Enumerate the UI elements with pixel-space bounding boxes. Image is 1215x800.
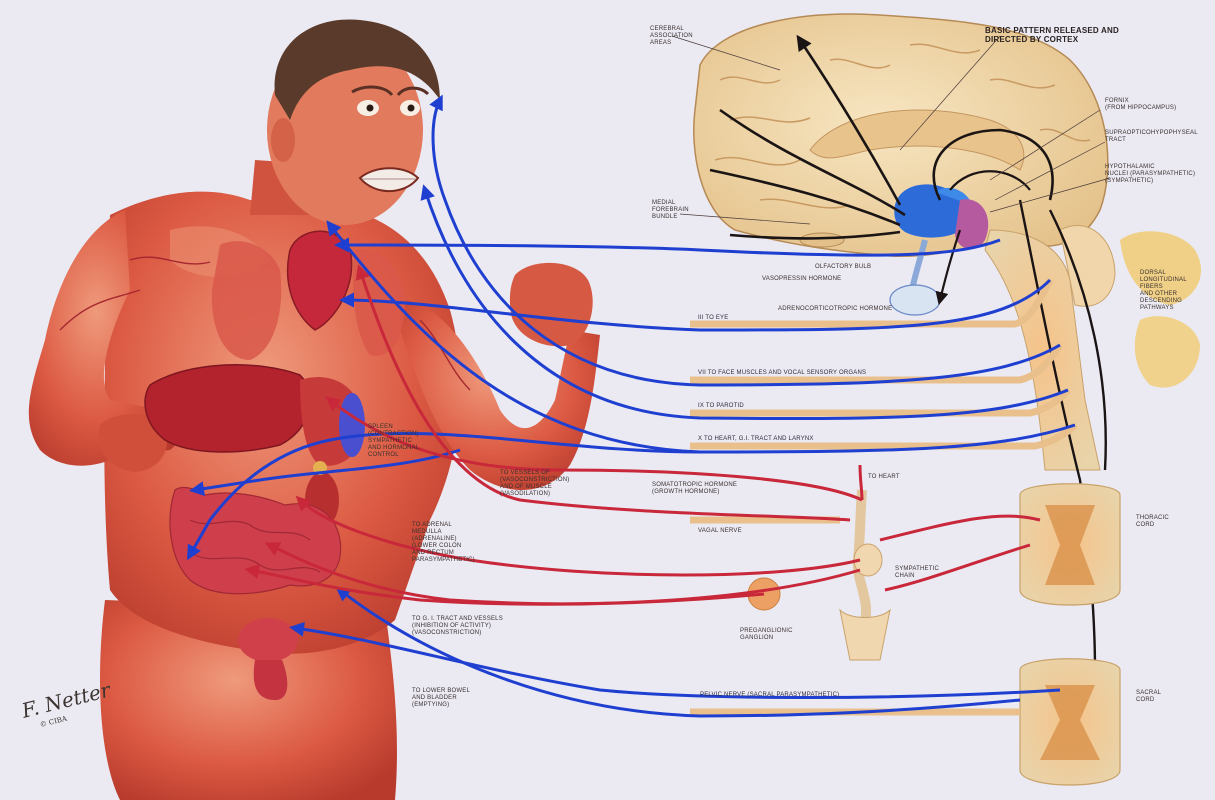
spleen bbox=[339, 393, 365, 457]
label-sacral-cord: Sacral cord bbox=[1136, 690, 1161, 704]
sacral-cord-section bbox=[1020, 659, 1120, 785]
label-vagal-nerve: Vagal nerve bbox=[698, 528, 742, 535]
label-fornix: Fornix (from hippocampus) bbox=[1105, 98, 1176, 112]
label-sympathetic-chain: Sympathetic chain bbox=[895, 566, 939, 580]
label-vasopressin-hormone: Vasopressin hormone bbox=[762, 276, 841, 283]
label-somatotropic-hormone: Somatotropic hormone (growth hormone) bbox=[652, 482, 737, 496]
label-hypothalamic-nuclei: Hypothalamic nuclei (parasympathetic) (s… bbox=[1105, 164, 1195, 185]
label-nerve-vii: VII to face muscles and vocal sensory or… bbox=[698, 370, 866, 377]
label-spleen: Spleen (contraction) sympathetic and hor… bbox=[368, 424, 419, 459]
label-to-gi-tract: To G. I. tract and vessels (inhibition o… bbox=[412, 616, 503, 637]
label-nerve-ix: IX to parotid bbox=[698, 403, 744, 410]
label-to-heart: To heart bbox=[868, 474, 900, 481]
label-basic-pattern: Basic pattern released and directed by c… bbox=[985, 26, 1119, 44]
label-pelvic-nerve: Pelvic nerve (sacral parasympathetic) bbox=[700, 692, 839, 699]
label-nerve-x: X to heart, G.I. tract and larynx bbox=[698, 436, 814, 443]
pupil-left bbox=[367, 105, 374, 112]
label-to-adrenal-medulla: To adrenal medulla (adrenaline) (lower c… bbox=[412, 522, 475, 564]
olfactory-bulb bbox=[800, 233, 844, 247]
label-medial-forebrain-bundle: Medial forebrain bundle bbox=[652, 200, 689, 221]
label-olfactory-bulb: Olfactory bulb bbox=[815, 264, 871, 271]
label-cerebral-association-areas: Cerebral association areas bbox=[650, 26, 693, 47]
ear bbox=[271, 118, 295, 162]
liver bbox=[145, 365, 310, 452]
label-acth: Adrenocorticotropic hormone bbox=[778, 306, 892, 313]
label-nerve-iii: III to eye bbox=[698, 315, 728, 322]
label-to-lower-bowel: To lower bowel and bladder (emptying) bbox=[412, 688, 470, 709]
label-to-vessels: To vessels of (vasoconstriction) and of … bbox=[500, 470, 570, 498]
bladder bbox=[238, 618, 298, 662]
thoracic-cord-section bbox=[1020, 484, 1120, 605]
pituitary bbox=[890, 285, 940, 315]
pupil-right bbox=[408, 105, 415, 112]
label-supraoptico-hypophyseal: Supraopticohypophyseal tract bbox=[1105, 130, 1198, 144]
label-dorsal-longitudinal: Dorsal longitudinal fibers and other des… bbox=[1140, 270, 1187, 312]
right-fist bbox=[510, 263, 593, 346]
label-preganglionic: Preganglionic ganglion bbox=[740, 628, 793, 642]
label-thoracic-cord: Thoracic cord bbox=[1136, 515, 1169, 529]
